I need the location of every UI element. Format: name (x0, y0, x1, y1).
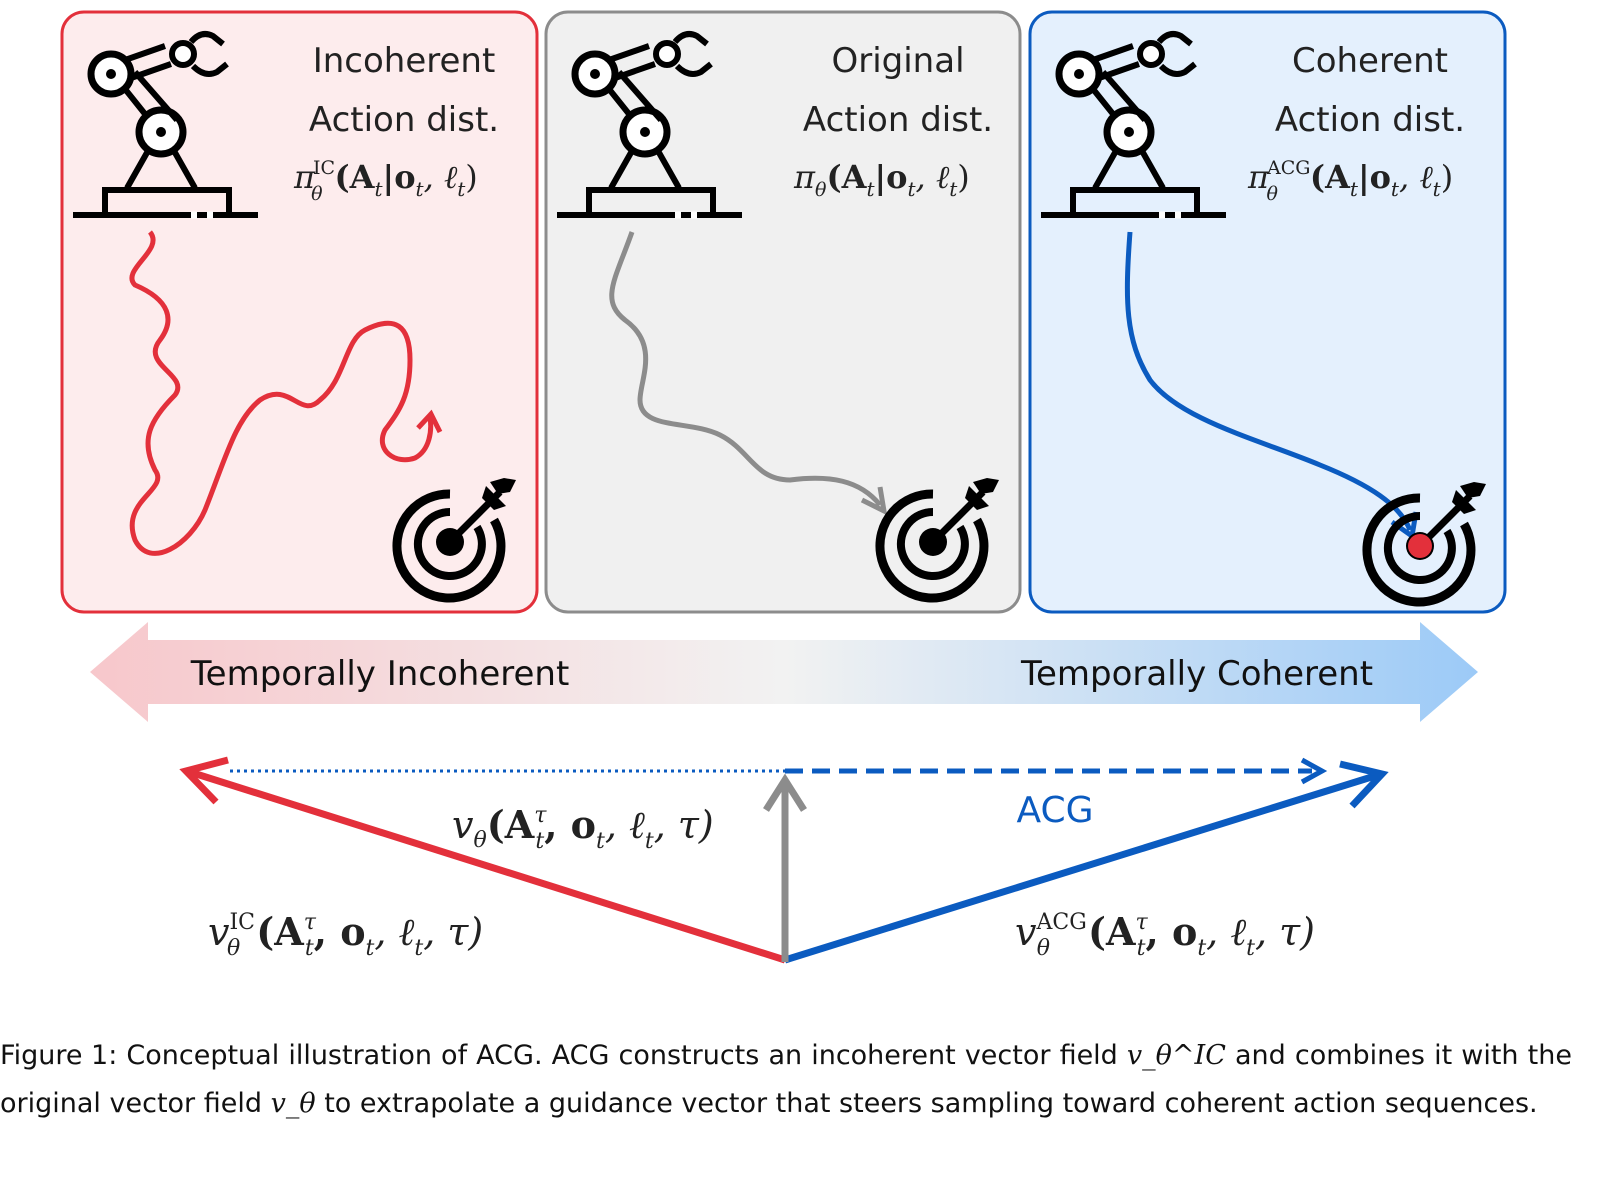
guided-vector (783, 771, 1380, 964)
coherent-trajectory (1124, 231, 1413, 532)
target-hit-marker (1408, 534, 1432, 558)
panel-title-line2: Action dist. (309, 100, 499, 140)
caption-word: it (1434, 1040, 1453, 1071)
caption-word: vector (964, 1040, 1051, 1071)
caption-word: illustration (288, 1040, 432, 1071)
caption-word: of (441, 1040, 468, 1071)
caption-word: an (768, 1040, 803, 1071)
caption-word: combines (1294, 1040, 1425, 1071)
caption-math: v_θ (270, 1088, 316, 1119)
caption-word: Figure 1: (0, 1040, 118, 1071)
incoherent-vector-arrowhead (179, 756, 229, 805)
original-trajectory (609, 231, 882, 507)
panel-title-line1: Incoherent (313, 41, 496, 81)
caption-word: incoherent (811, 1040, 956, 1071)
panel-title-line2: Action dist. (1275, 100, 1465, 140)
incoherent-vector (188, 768, 787, 964)
panel-formula: πθ(At|ot, ℓt) (793, 158, 970, 201)
incoherent-trajectory (129, 230, 434, 556)
coherence-scale: Temporally Incoherent Temporally Coheren… (90, 622, 1478, 722)
guidance-arrowhead (1300, 757, 1328, 785)
incoherent-label: Temporally Incoherent (190, 654, 570, 694)
caption-word: and (1234, 1040, 1286, 1071)
caption-line-2: original vector field v_θ to extrapolate… (0, 1080, 1572, 1128)
figure-caption: Figure 1: Conceptual illustration of ACG… (0, 1032, 1572, 1128)
panel-title-line1: Original (831, 41, 964, 81)
caption-math: v_θ^IC (1126, 1040, 1226, 1071)
caption-word: Conceptual (126, 1040, 280, 1071)
trajectory-arrowhead (860, 486, 888, 516)
caption-word: field (1059, 1040, 1118, 1071)
caption-word: the (1527, 1040, 1572, 1071)
panel-title-line1: Coherent (1292, 41, 1448, 81)
original-vector-arrowhead (763, 773, 807, 812)
caption-text: to extrapolate a guidance vector that st… (324, 1088, 1538, 1119)
caption-word: ACG (551, 1040, 610, 1071)
panel-original: Original Action dist. πθ(At|ot, ℓt) (544, 10, 1022, 614)
acg-label: ACG (1016, 790, 1093, 831)
caption-word: constructs (618, 1040, 760, 1071)
caption-text: original vector field (0, 1088, 262, 1119)
caption-word: ACG. (476, 1040, 543, 1071)
coherent-label: Temporally Coherent (1020, 654, 1373, 694)
trajectory-arrowhead (416, 409, 443, 434)
caption-line-1: Figure 1: Conceptual illustration of ACG… (0, 1032, 1572, 1080)
guided-vector-arrowhead (1339, 760, 1389, 809)
caption-word: with (1461, 1040, 1519, 1071)
panel-title-line2: Action dist. (803, 100, 993, 140)
